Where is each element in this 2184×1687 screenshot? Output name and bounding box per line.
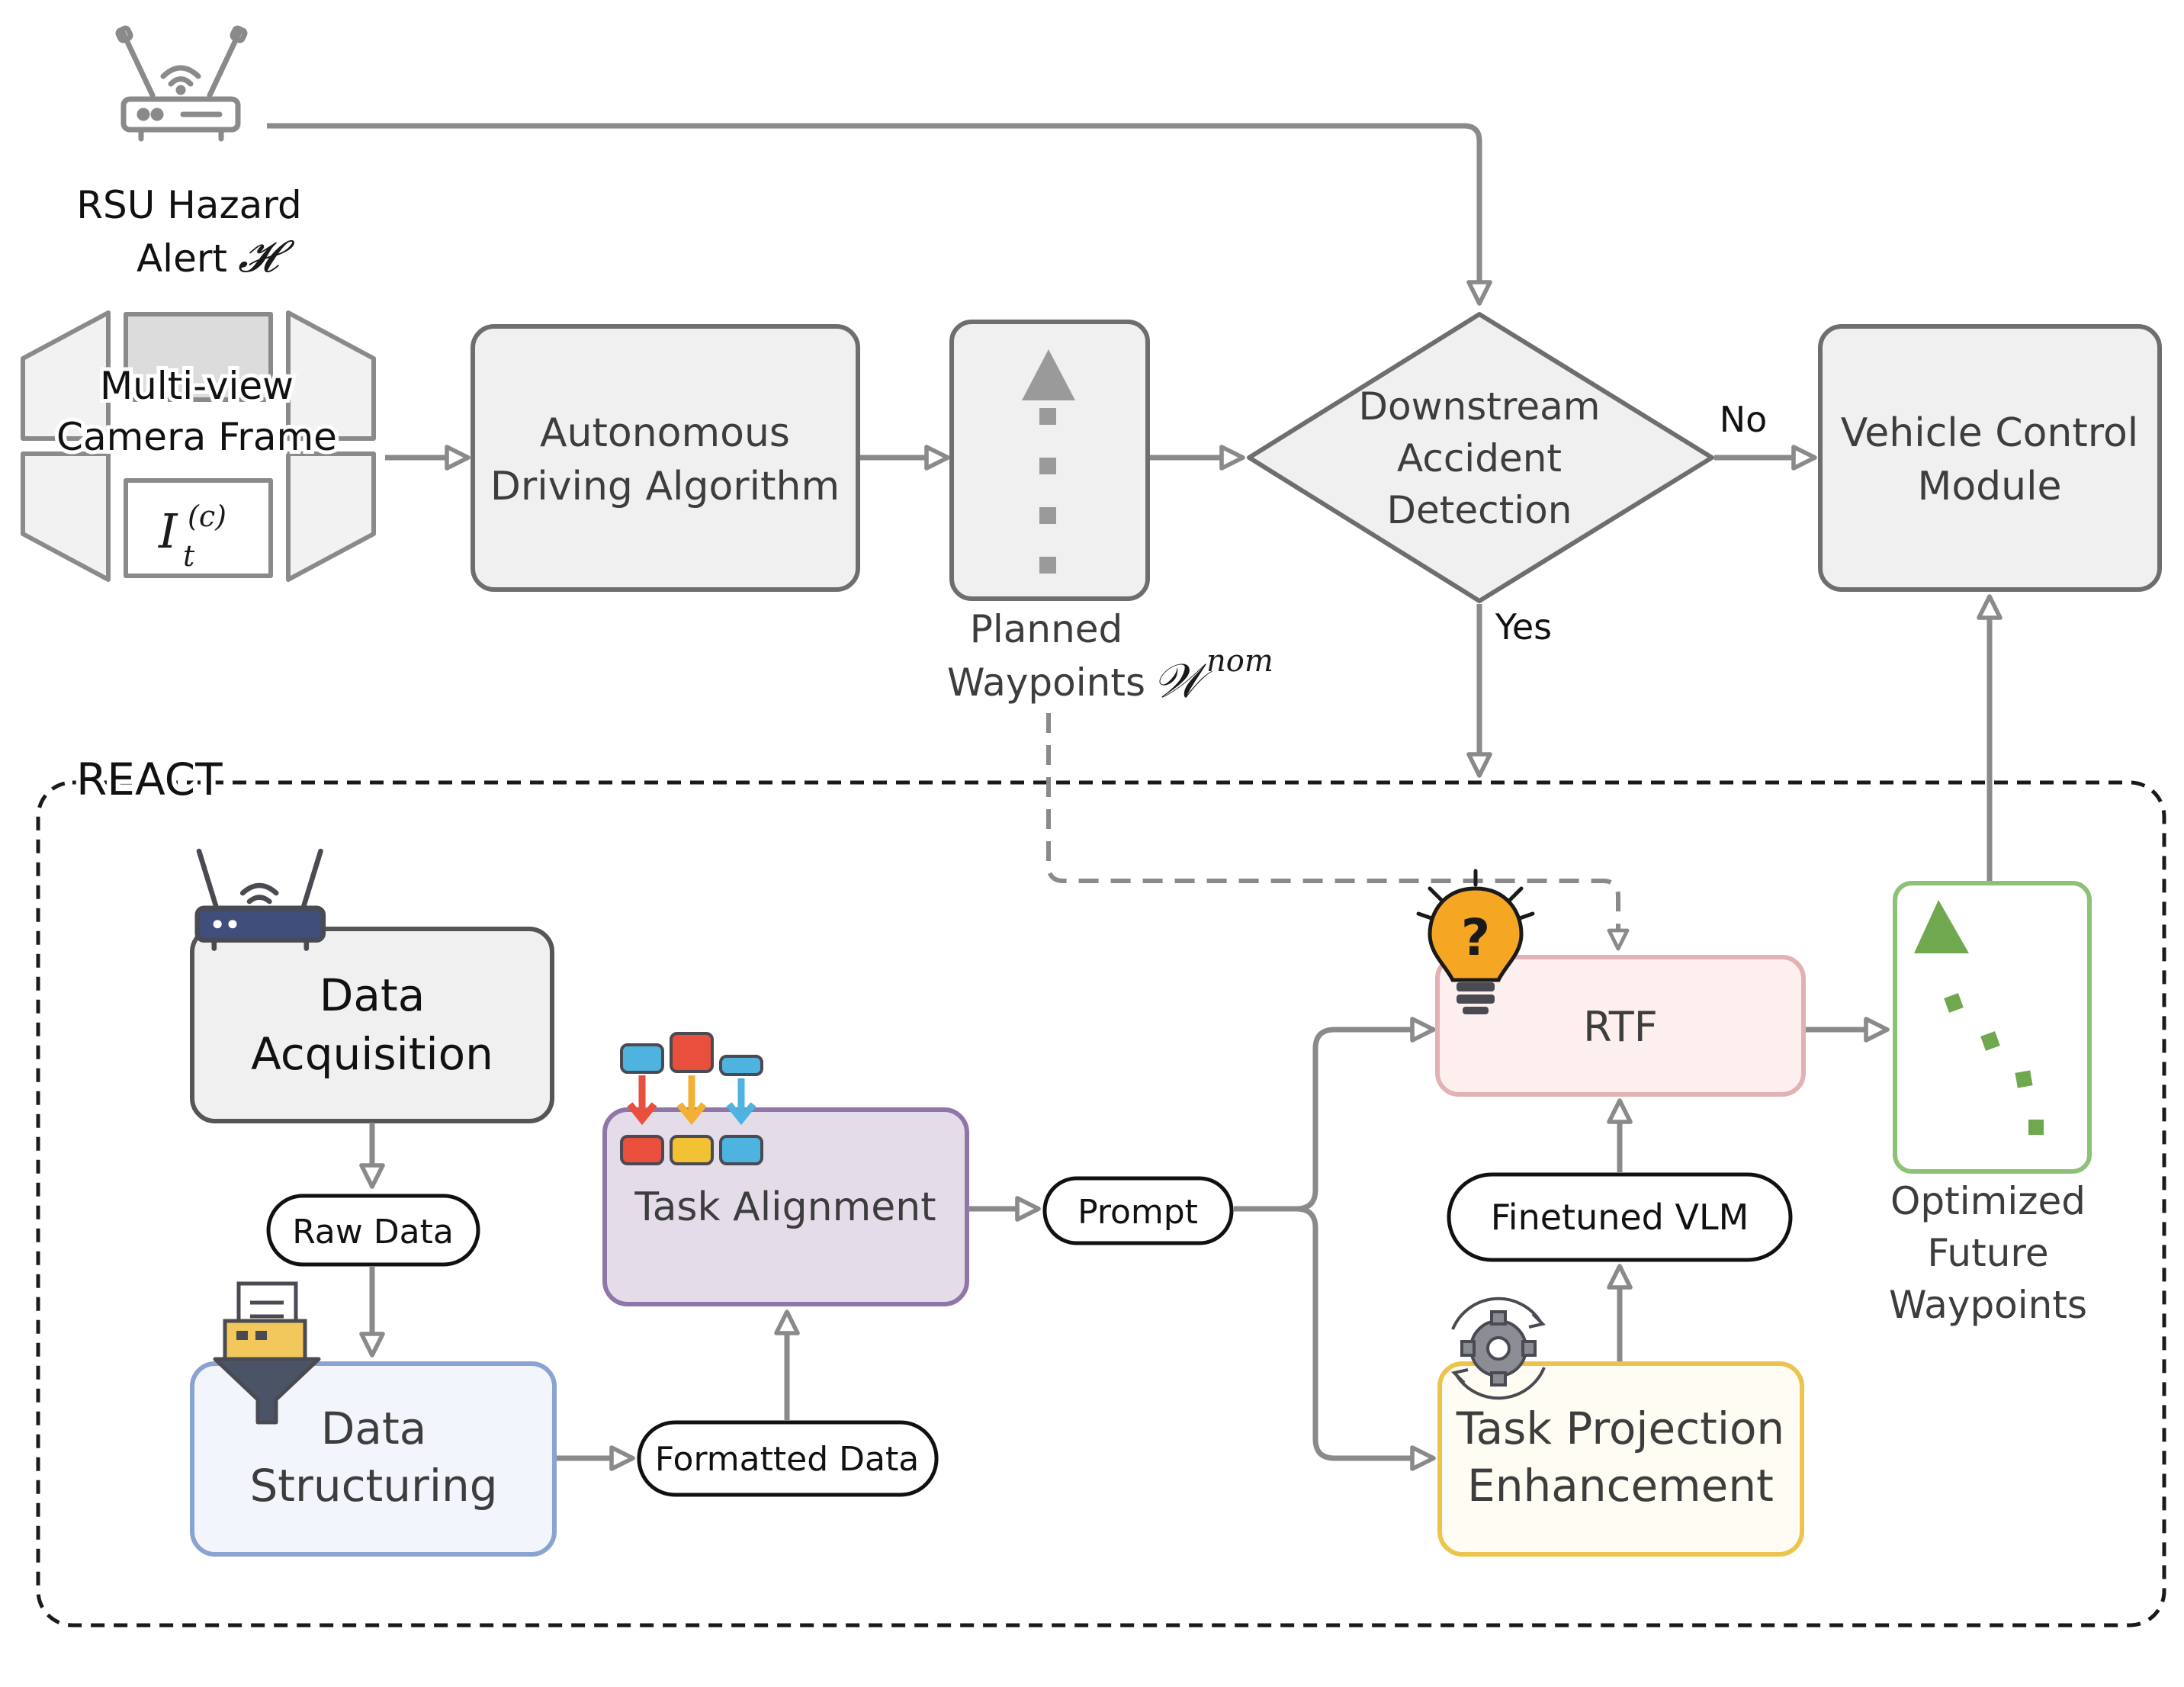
accident-detection-label-line1: Downstream [1359, 384, 1601, 429]
rsu-label-line1: RSU Hazard [76, 183, 302, 227]
prompt-label: Prompt [1078, 1193, 1198, 1232]
no-edge-label: No [1720, 399, 1768, 440]
prompt-to-rtf-arrow [1234, 1017, 1436, 1212]
autonomous-driving-label-line1: Autonomous [540, 410, 790, 456]
accident-detection-node [1247, 312, 1714, 603]
prompt-to-projection-arrow [1296, 1206, 1436, 1471]
accident-detection-label-line2: Accident [1397, 436, 1562, 480]
waypoint-arrow-icon [1022, 349, 1075, 574]
router-icon [194, 848, 326, 951]
camera-label-line1: Multi-view [100, 364, 294, 408]
data-acquisition-label-line2: Acquisition [251, 1028, 493, 1080]
data-acquisition-label-line1: Data [320, 969, 426, 1021]
waypoint-arrow-icon [1914, 900, 2044, 1135]
finetuned-vlm-node [1447, 1172, 1793, 1262]
optimized-waypoints-label-line3: Waypoints [1889, 1283, 2087, 1327]
rsu-to-detection-arrow [267, 123, 1492, 306]
react-container [36, 780, 2166, 1628]
task-projection-label-line1: Task Projection [1456, 1403, 1784, 1454]
optimized-waypoints-label-line1: Optimized [1890, 1179, 2086, 1223]
formatted-data-node [637, 1420, 939, 1497]
autonomous-driving-node [471, 324, 860, 592]
raw-data-label: Raw Data [292, 1213, 454, 1252]
database-merge-icon [620, 1032, 763, 1165]
planned-waypoints-label-line1: Planned [970, 607, 1123, 651]
router-icon [115, 25, 248, 142]
finetuned-vlm-label: Finetuned VLM [1491, 1197, 1749, 1238]
svg-text:?: ? [1461, 908, 1490, 967]
camera-symbol-sub: t [183, 539, 195, 573]
planned-waypoints-symbol-sup: nom [1206, 644, 1273, 679]
prompt-node [1042, 1176, 1234, 1245]
data-structuring-node [190, 1361, 557, 1557]
planned-waypoints-label-line2: Waypoints [947, 660, 1145, 705]
lightbulb-question-icon: ? [1416, 869, 1535, 1014]
raw-data-node [266, 1194, 480, 1267]
data-acquisition-node [190, 927, 554, 1123]
react-label: REACT [76, 754, 223, 805]
formatted-data-label: Formatted Data [655, 1440, 919, 1479]
optimized-waypoints-label-line2: Future [1927, 1231, 2048, 1275]
task-projection-label-line2: Enhancement [1467, 1460, 1774, 1512]
vehicle-control-node [1818, 324, 2162, 592]
planned-waypoints-symbol: 𝒲 [1153, 653, 1212, 709]
filter-funnel-icon [213, 1281, 321, 1425]
vehicle-control-label-line1: Vehicle Control [1841, 410, 2138, 456]
rtf-label: RTF [1583, 1003, 1658, 1051]
autonomous-driving-label-line2: Driving Algorithm [490, 464, 840, 509]
task-alignment-label: Task Alignment [634, 1184, 936, 1230]
rsu-label-line2: Alert [136, 236, 227, 281]
camera-rig-icon [21, 310, 376, 582]
data-structuring-label-line1: Data [321, 1403, 427, 1454]
accident-detection-label-line3: Detection [1387, 488, 1572, 532]
rsu-symbol: 𝓗 [238, 230, 295, 282]
task-projection-node [1437, 1361, 1804, 1557]
gear-cycle-icon [1451, 1297, 1546, 1400]
yes-edge-label: Yes [1495, 606, 1552, 647]
vehicle-control-label-line2: Module [1917, 464, 2061, 509]
camera-symbol-sup: (c) [188, 500, 226, 533]
optimized-waypoints-node [1893, 881, 2092, 1174]
data-structuring-label-line2: Structuring [249, 1460, 497, 1512]
camera-symbol: I [158, 503, 178, 559]
rtf-node [1435, 955, 1806, 1097]
camera-label-line2: Camera Frame [56, 415, 337, 459]
